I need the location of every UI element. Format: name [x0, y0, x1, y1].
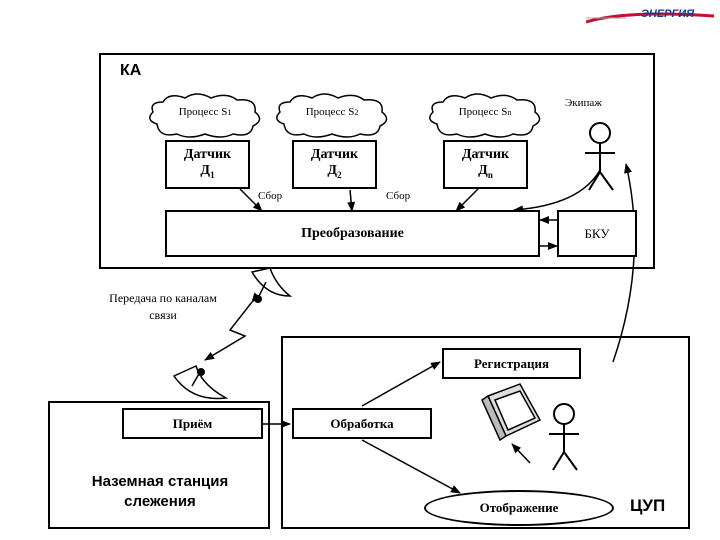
- sensor-box: Датчик Д1: [165, 140, 250, 189]
- logo-text: ЭНЕРГИЯ: [641, 8, 695, 20]
- cloud-icon: [429, 93, 541, 138]
- ground-antenna-icon: [172, 364, 229, 400]
- arrow-sensor2-conversion: [347, 189, 356, 212]
- arrow-processing-display: [361, 439, 461, 494]
- mcc-title: ЦУП: [630, 496, 666, 515]
- sensor-label: Датчик: [183, 146, 232, 162]
- collect-label: Сбор: [258, 190, 283, 202]
- logo: ЭНЕРГИЯ: [586, 6, 716, 26]
- arrow-communication-link: [204, 292, 261, 361]
- link-label: Передача по каналам связи: [109, 291, 217, 322]
- sensor-label: Датчик: [461, 146, 510, 162]
- sensor-label: Датчик: [310, 146, 359, 162]
- operator-person-icon: [549, 403, 579, 471]
- sensor-box: Датчик Дn: [443, 140, 528, 189]
- ground-station-title: Наземная станция слежения: [91, 473, 229, 510]
- spacecraft-frame: [99, 53, 655, 269]
- arrow-sensor3-conversion: [455, 188, 479, 212]
- display-ellipse: Отображение: [424, 490, 614, 526]
- processing-box: Обработка: [292, 408, 432, 439]
- logo-swoosh-icon: [586, 12, 715, 24]
- mcc-frame: [281, 336, 690, 529]
- registration-box: Регистрация: [442, 348, 581, 379]
- monitor-icon: [481, 383, 542, 442]
- collect-label: Сбор: [386, 190, 411, 202]
- crew-label: Экипаж: [565, 97, 602, 109]
- sensor-box: Датчик Д2: [292, 140, 377, 189]
- spacecraft-antenna-icon: [250, 267, 293, 303]
- conversion-box: Преобразование: [165, 210, 540, 257]
- receive-box: Приём: [122, 408, 263, 439]
- bku-box: БКУ: [557, 210, 637, 257]
- cloud-icon: [276, 93, 388, 138]
- spacecraft-title: КА: [120, 62, 142, 79]
- arrow-processing-registration: [361, 361, 441, 407]
- arrow-crew-conversion: [513, 169, 601, 214]
- crew-person-icon: [585, 122, 615, 191]
- arrow-sensor1-conversion: [239, 188, 263, 212]
- ground-station-frame: [48, 401, 270, 529]
- arrow-operator-monitor: [511, 443, 531, 464]
- cloud-icon: [149, 93, 261, 138]
